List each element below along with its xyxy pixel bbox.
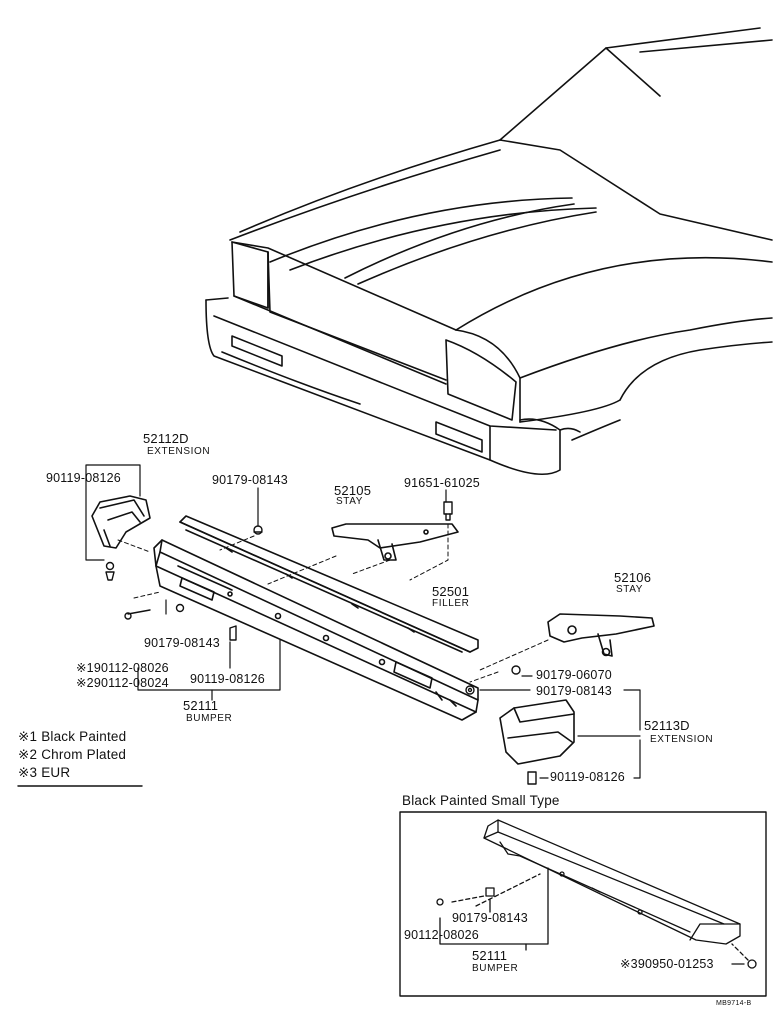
part-52112d-number: 52112D xyxy=(143,431,189,446)
inset-part-90112-08026: 90112-08026 xyxy=(404,928,479,942)
inset-part-52111-name: BUMPER xyxy=(472,963,519,974)
part-91651-61025: 91651-61025 xyxy=(404,476,480,490)
part-90179-06070: 90179-06070 xyxy=(536,668,612,682)
part-52105-number: 52105 xyxy=(334,483,372,498)
part-90119-08126-mid: 90119-08126 xyxy=(190,672,265,686)
part-52501-name: FILLER xyxy=(432,598,470,609)
part-52106-number: 52106 xyxy=(614,570,652,585)
legend-black-painted: ※1 Black Painted xyxy=(18,729,127,744)
part-90119-08126-right: 90119-08126 xyxy=(550,770,625,784)
assembly-dashed-lines xyxy=(117,523,549,683)
part-90179-08143-top: 90179-08143 xyxy=(212,473,288,487)
inset-part-90179-08143: 90179-08143 xyxy=(452,911,528,925)
part-90179-08143-left: 90179-08143 xyxy=(144,636,220,650)
part-52501-number: 52501 xyxy=(432,584,470,599)
part-90112-08026: ※190112-08026 xyxy=(76,661,169,675)
legend-chrom-plated: ※2 Chrom Plated xyxy=(18,747,127,762)
inset-title: Black Painted Small Type xyxy=(402,793,560,808)
bumper-bar-illustration xyxy=(153,539,479,721)
part-52112d-name: EXTENSION xyxy=(147,446,211,457)
part-52105-name: STAY xyxy=(336,496,364,507)
stay-52106-illustration xyxy=(547,613,655,657)
inset-part-52111-number: 52111 xyxy=(472,948,508,963)
part-52111-number: 52111 xyxy=(183,698,219,713)
left-extension-illustration xyxy=(91,495,151,549)
part-52113d-name: EXTENSION xyxy=(650,734,714,745)
right-extension-illustration xyxy=(499,699,575,765)
legend-eur: ※3 EUR xyxy=(18,765,71,780)
part-90179-08143-right: 90179-08143 xyxy=(536,684,612,698)
part-52113d-number: 52113D xyxy=(644,718,690,733)
inset-part-90950-01253: ※390950-01253 xyxy=(620,957,714,971)
inset-bumper-illustration xyxy=(436,819,757,969)
part-90112-08024: ※290112-08024 xyxy=(76,676,169,690)
figure-code: MB9714-B xyxy=(716,1000,752,1007)
filler-strip-illustration xyxy=(179,515,479,653)
stay-52105-illustration xyxy=(331,523,459,561)
part-90119-08126-left: 90119-08126 xyxy=(46,471,121,485)
part-52106-name: STAY xyxy=(616,584,644,595)
part-52111-name: BUMPER xyxy=(186,713,233,724)
inset-frame xyxy=(399,811,767,997)
fastener-icons xyxy=(105,501,537,785)
car-front-illustration xyxy=(205,27,773,476)
leader-lines xyxy=(85,464,641,779)
